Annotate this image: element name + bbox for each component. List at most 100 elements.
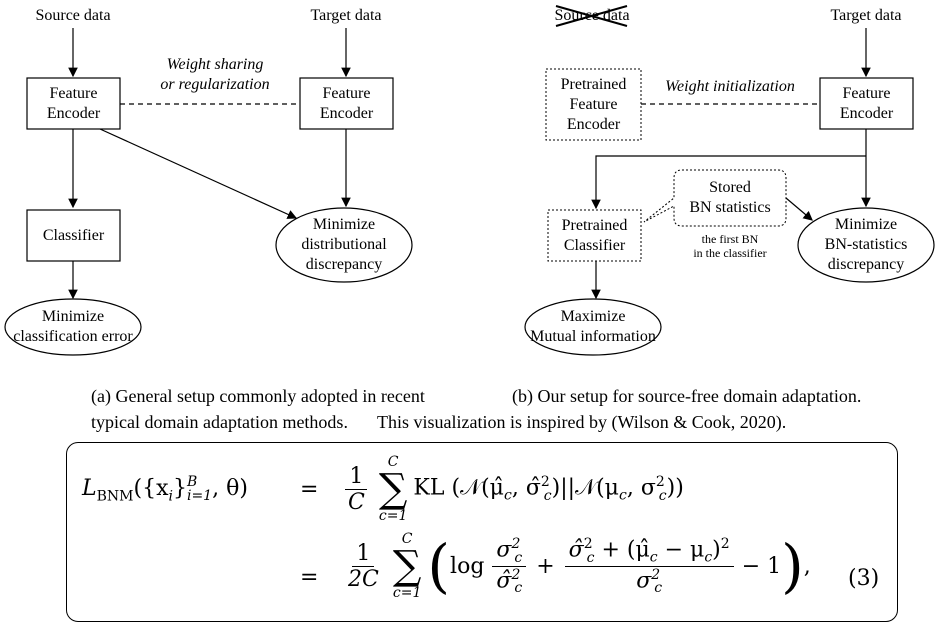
weight-sharing-label-1: Weight sharing [166,56,264,73]
stored-line2: BN statistics [689,199,771,216]
stored-line1: Stored [709,179,751,196]
line2-frac-den: 2C [348,566,379,592]
line1-sum-top: C [387,454,399,470]
lhs-theta: , θ) [212,476,248,501]
stored-bn-node: Stored BN statistics [674,170,786,226]
min-bn-line3: discrepancy [827,256,905,273]
line1-sq-2: 2 [655,474,665,491]
weight-init-label: Weight initialization [665,78,795,95]
caption-b-line2: This visualization is inspired by (Wilso… [377,412,787,432]
encoder-tgt-box [299,77,394,130]
arrow-stored-to-bnmin [785,197,813,221]
classifier-box [26,209,121,262]
line1-frac-den: C [348,489,365,515]
equation-number: (3) [848,566,880,591]
classifier-node: Classifier [42,226,105,244]
target-data2-label: Target data [830,7,902,24]
eq-sign-1: = [300,477,319,502]
bf-den-c: c [654,580,663,597]
line1-body-e: )) [666,475,684,501]
log-num-sigma: σ [496,537,512,563]
encoder-tgt-line1: Feature [322,84,371,102]
line1-body-c: )||𝒩(μ [551,475,619,501]
line1-frac-num: 1 [345,464,368,490]
pre-cls-line2: Classifier [563,236,626,254]
line1-sum: C ∑ c=1 [379,455,408,523]
minus-one: − 1 [741,553,782,579]
log-num-c: c [514,549,523,566]
max-mi-ellipse [524,298,662,356]
line2-sum: C ∑ c=1 [393,532,422,600]
bf-den-sq: 2 [651,566,661,583]
pre-encoder-box [545,68,642,141]
min-bn-ellipse [797,207,935,283]
line1-sub-c-2: c [543,487,552,504]
eq-sign-2: = [300,565,319,590]
min-bn-line2: BN-statistics [824,236,908,253]
source-data-crossed-label: Source data [554,7,630,24]
weight-sharing-label-2: or regularization [160,76,270,93]
bf-mu-hat: + (μ̂ [594,537,650,563]
log-num-sq: 2 [511,535,521,552]
min-disc-line2: distributional [301,236,387,253]
min-cls-node: Minimize classification error [2,299,144,355]
bf-close: ) [712,537,721,563]
max-mi-line1: Maximize [560,308,626,325]
log-text: log [450,553,485,579]
big-frac-num: σ̂2c + (μ̂c − μc)2 [564,535,734,567]
big-frac-den: σ2c [632,567,666,597]
line1-sub-c-1: c [503,487,512,504]
bf-sigma-hat: σ̂ [568,537,584,563]
encoder-src-line1: Feature [49,84,98,102]
big-paren-close: ) [781,532,804,600]
line1-body-d: , σ [626,475,656,501]
arrow-encoder-src-to-disc [99,128,298,219]
line1-sq-1: 2 [540,474,550,491]
log-den-sigma: σ̂ [496,567,512,593]
first-bn-line1: the first BN [701,232,759,246]
lhs-L: L [82,476,97,501]
lhs-range-sup: B [186,474,198,490]
cross-line-2 [555,5,628,27]
min-cls-line2: classification error [13,328,133,345]
line2-sum-sign: ∑ [392,543,422,589]
line1-sum-bottom: c=1 [378,508,408,524]
line1-body-a: KL (𝒩(μ̂ [413,475,504,501]
min-bn-line1: Minimize [834,216,898,233]
bf-c-3: c [704,549,713,566]
encoder-tgt-line2: Encoder [319,104,374,122]
bf-sq-1: 2 [583,535,593,552]
min-disc-line1: Minimize [312,216,376,233]
log-frac-num: σ2c [492,535,527,567]
encoder-node: Feature Encoder [820,78,913,129]
lhs-args-close: } [172,476,187,501]
trailing-comma: , [803,553,811,579]
max-mi-line2: Mutual information [530,328,656,345]
bf-c-2: c [649,549,658,566]
line1-sub-c-4: c [658,487,667,504]
caption-b-line1: (b) Our setup for source-free domain ada… [512,386,862,406]
source-data-label: Source data [35,7,111,24]
plus-sign: + [536,553,555,579]
log-den-sq: 2 [511,566,521,583]
line2-frac-num: 1 [352,541,375,567]
line1-body-b: , σ̂ [511,475,541,501]
lhs-args-sub: i [168,488,173,505]
log-den-c: c [514,580,523,597]
first-bn-line2: in the classifier [693,246,767,260]
first-bn-note: the first BN in the classifier [668,231,792,261]
bf-den-sigma: σ [636,567,652,593]
enc-line2: Encoder [839,104,894,122]
caption-a-line2: typical domain adaptation methods. [91,412,348,432]
min-cls-ellipse [4,298,142,356]
pre-enc-line3: Encoder [566,115,621,133]
min-disc-ellipse [275,207,413,283]
pre-encoder-node: Pretrained Feature Encoder [546,69,641,140]
min-disc-node: Minimize distributional discrepancy [276,208,412,282]
lhs-args: ({x [133,476,169,501]
